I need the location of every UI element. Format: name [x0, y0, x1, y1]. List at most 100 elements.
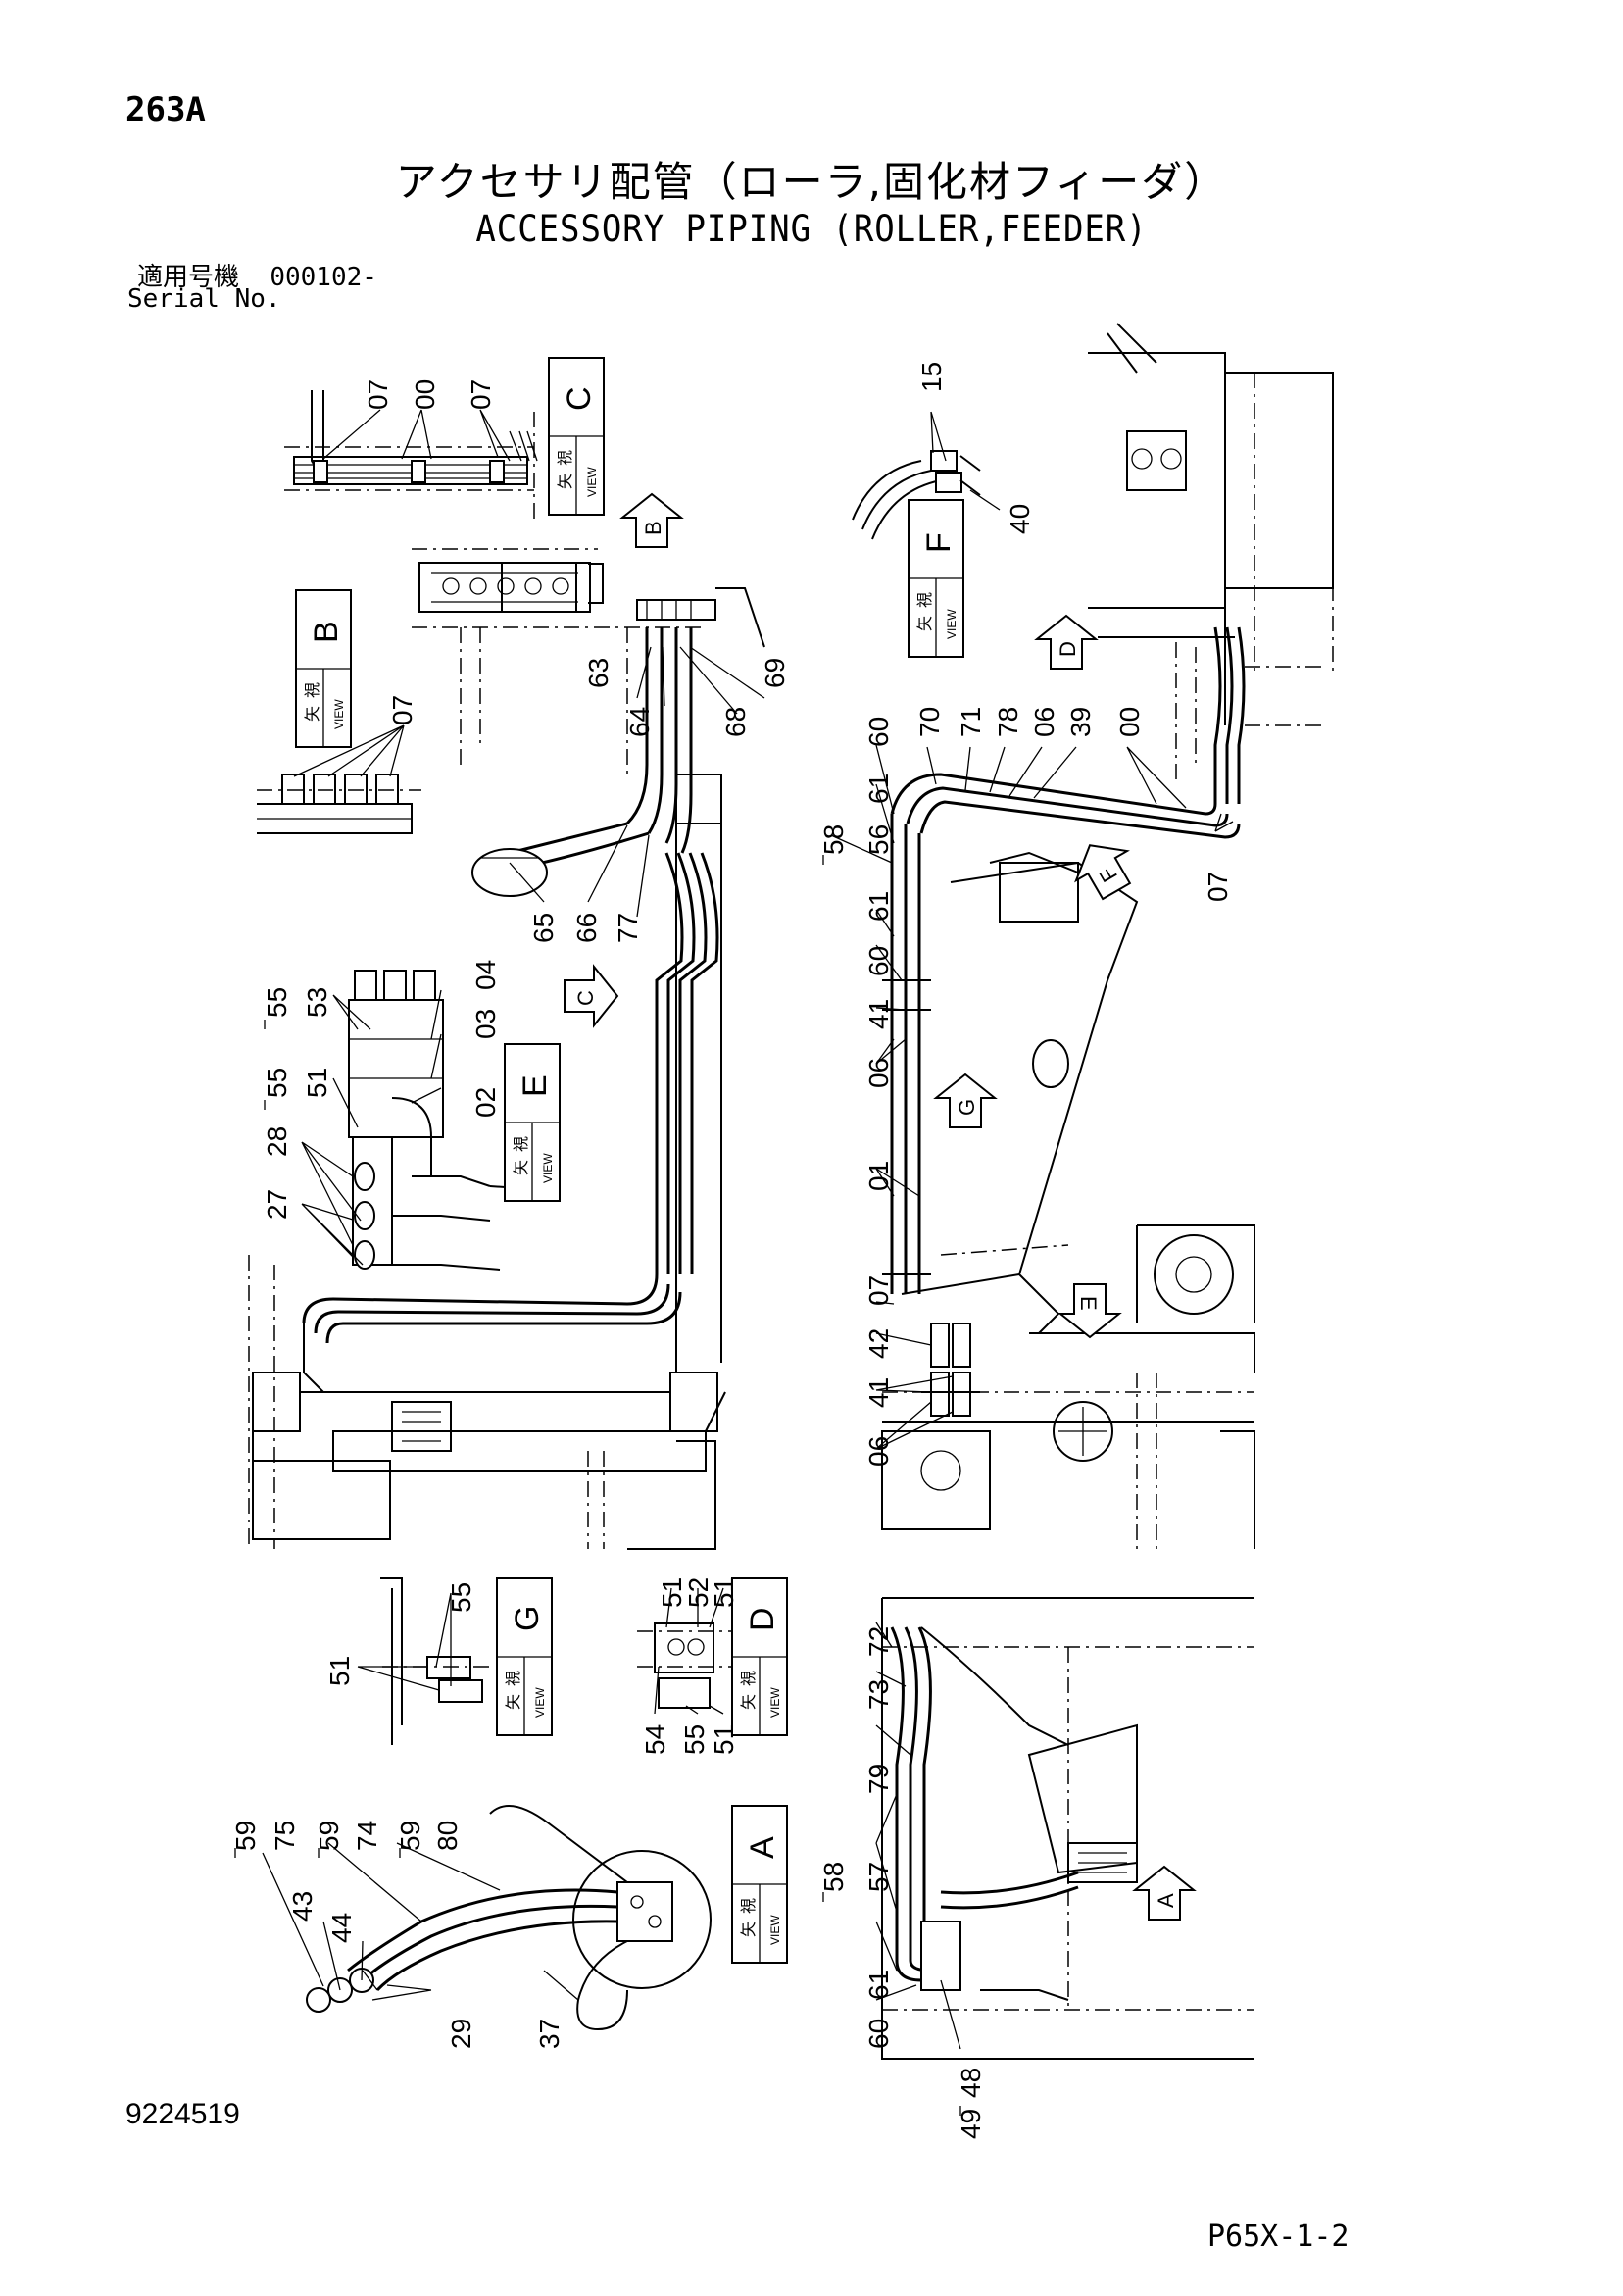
view-label-b-ja-a: 矢: [304, 706, 321, 722]
view-label-e-letter: E: [516, 1074, 554, 1097]
view-label-g-ja-b: 視: [505, 1671, 522, 1686]
view-arrow-b-letter: B: [641, 521, 665, 535]
view-label-f-letter: F: [920, 532, 958, 553]
view-label-g: 矢 視 VIEW G: [496, 1577, 553, 1736]
drawing-number: 9224519: [125, 2098, 240, 2130]
view-label-d-en: VIEW: [768, 1687, 782, 1718]
callout-66: 66: [571, 913, 602, 943]
callout-07-bottom: 07: [863, 1275, 894, 1306]
callout-60-mid: 60: [863, 946, 894, 976]
callout-61-top: 61: [863, 774, 894, 804]
bottom-right-frame-drawing: [881, 1597, 1254, 2060]
callout-27: 27: [262, 1189, 292, 1220]
view-label-g-letter: G: [509, 1606, 546, 1631]
callout-73: 73: [863, 1679, 894, 1710]
callout-07-c-left: 07: [363, 379, 393, 410]
callout-07-b: 07: [387, 695, 418, 725]
callout-71: 71: [956, 707, 986, 737]
serial-label-english: Serial No.: [127, 284, 281, 314]
callout-59-a1: 59: [230, 1821, 261, 1851]
view-label-b-en: VIEW: [332, 699, 346, 729]
callout-06-mid: 06: [863, 1058, 894, 1088]
callout-51-e: 51: [302, 1068, 332, 1098]
view-label-f-ja-b: 視: [916, 592, 934, 608]
callout-dashes: [234, 855, 961, 2116]
view-arrow-a: A: [1132, 1865, 1197, 1921]
callout-41-bottom: 41: [863, 1377, 894, 1408]
callout-01: 01: [863, 1161, 894, 1191]
callout-57: 57: [863, 1862, 894, 1892]
view-label-g-ja-a: 矢: [505, 1694, 522, 1710]
callout-53: 53: [302, 987, 332, 1018]
view-arrow-c-letter: C: [573, 990, 598, 1006]
callout-69: 69: [760, 658, 790, 688]
callout-63: 63: [583, 658, 614, 688]
view-label-d: 矢 視 VIEW D: [731, 1577, 788, 1736]
leader-lines: [262, 409, 1234, 2050]
view-label-c-en: VIEW: [585, 467, 599, 497]
view-label-d-ja-a: 矢: [740, 1694, 758, 1710]
callout-55-d: 55: [679, 1724, 710, 1755]
callout-55-g: 55: [446, 1582, 476, 1613]
serial-value: 000102-: [270, 263, 377, 292]
view-arrow-a-letter: A: [1154, 1893, 1178, 1908]
callout-44: 44: [326, 1913, 357, 1943]
valve-manifold-drawing: [412, 548, 765, 774]
view-label-b-ja-b: 視: [304, 682, 321, 698]
view-label-e-ja-b: 視: [513, 1136, 530, 1152]
callout-60-bottom: 60: [863, 2019, 894, 2049]
serial-label-japanese: 適用号機: [137, 263, 240, 292]
callout-58: 58: [818, 824, 849, 855]
callout-numbers: 07 00 07 15 40 07 63 64 69 68 65 66 77 7…: [230, 362, 1233, 2139]
view-label-c-ja-a: 矢: [557, 474, 574, 489]
callout-41-mid: 41: [863, 999, 894, 1029]
callout-70: 70: [914, 707, 945, 737]
view-label-b-letter: B: [308, 621, 345, 643]
callout-07-c-right: 07: [466, 379, 496, 410]
callout-54: 54: [640, 1724, 670, 1755]
callout-75: 75: [270, 1821, 300, 1851]
callout-60-top: 60: [863, 717, 894, 747]
view-label-c-letter: C: [561, 386, 598, 411]
main-right-frame-drawing: [881, 323, 1334, 1549]
view-label-g-en: VIEW: [533, 1687, 547, 1718]
callout-64: 64: [624, 707, 655, 737]
callout-61-bottom: 61: [863, 1970, 894, 2000]
callout-03: 03: [470, 1009, 501, 1039]
view-label-c-ja-b: 視: [557, 450, 574, 466]
callout-37: 37: [534, 2019, 565, 2049]
view-label-d-ja-b: 視: [740, 1671, 758, 1686]
view-label-a-en: VIEW: [768, 1915, 782, 1945]
callout-65: 65: [528, 913, 559, 943]
callout-51-d-left: 51: [657, 1577, 687, 1608]
callout-51-d-bottom: 51: [709, 1724, 739, 1755]
page-number: 263A: [125, 90, 206, 129]
view-f-detail-drawing: [852, 450, 981, 540]
callout-48: 48: [956, 2068, 986, 2098]
view-arrow-b: B: [619, 492, 684, 548]
callout-55-e-mid: 55: [262, 1068, 292, 1098]
callout-28: 28: [262, 1126, 292, 1157]
callout-39: 39: [1065, 707, 1096, 737]
view-arrow-g-letter: G: [955, 1099, 979, 1116]
view-label-a-letter: A: [744, 1836, 781, 1859]
view-label-f-en: VIEW: [945, 609, 959, 639]
view-b-detail-drawing: [257, 774, 421, 834]
serial-number-line: 適用号機 000102-: [137, 257, 377, 293]
callout-52: 52: [683, 1577, 713, 1608]
view-arrow-c: C: [564, 964, 619, 1028]
callout-00-c: 00: [410, 379, 440, 410]
view-label-e-ja-a: 矢: [513, 1160, 530, 1175]
callout-68: 68: [720, 707, 751, 737]
callout-51-d-right: 51: [709, 1577, 739, 1608]
page-title-english: ACCESSORY PIPING (ROLLER,FEEDER): [475, 208, 1148, 250]
callout-04: 04: [470, 960, 501, 990]
callout-15: 15: [916, 362, 947, 392]
callout-02: 02: [470, 1087, 501, 1118]
view-label-c: 矢 視 VIEW C: [548, 357, 605, 516]
view-label-a-ja-a: 矢: [740, 1922, 758, 1937]
view-d-detail-drawing: [637, 1622, 735, 1709]
view-arrow-d-letter: D: [1056, 641, 1080, 657]
callout-74: 74: [352, 1821, 382, 1851]
